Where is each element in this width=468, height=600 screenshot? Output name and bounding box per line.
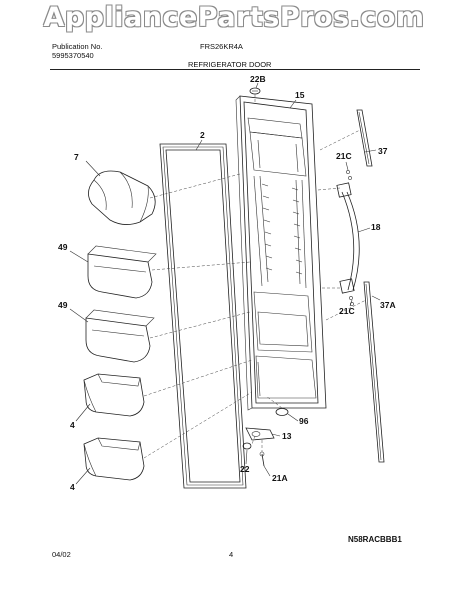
door-bin-upper: [87, 245, 157, 299]
callout-2: 2: [200, 130, 205, 140]
door-gasket: [159, 143, 247, 489]
trim-strip-bottom: [363, 281, 385, 463]
callout-49-upper: 49: [58, 242, 68, 252]
footer-drawing-code: N58RACBBB1: [348, 535, 402, 544]
door-bin-middle: [85, 309, 155, 363]
callout-22: 22: [240, 464, 250, 474]
hinge-pin: [242, 442, 252, 450]
callout-22b: 22B: [250, 74, 266, 84]
callout-4-upper: 4: [70, 420, 75, 430]
callout-21c-top: 21C: [336, 151, 352, 161]
door-panel: [235, 95, 327, 411]
publication-label: Publication No.: [52, 42, 103, 51]
footer-page-number: 4: [229, 550, 234, 559]
callout-37a: 37A: [380, 300, 396, 310]
callout-49-middle: 49: [58, 300, 68, 310]
hinge-bushing: [275, 408, 289, 416]
callout-13: 13: [282, 431, 292, 441]
callout-21c-bottom: 21C: [339, 306, 355, 316]
hinge-screw: [259, 451, 265, 467]
header-rule: [50, 69, 420, 70]
callout-21a: 21A: [272, 473, 288, 483]
callout-37: 37: [378, 146, 388, 156]
door-bin-bottom: [83, 437, 145, 481]
section-title: REFRIGERATOR DOOR: [188, 60, 272, 69]
watermark: AppliancePartsPros.com: [43, 2, 425, 33]
dairy-door: [88, 170, 156, 225]
callout-7: 7: [74, 152, 79, 162]
callout-96: 96: [299, 416, 309, 426]
hinge-cap-top: [249, 87, 261, 95]
callout-15: 15: [295, 90, 305, 100]
callout-4-lower: 4: [70, 482, 75, 492]
callout-18: 18: [371, 222, 381, 232]
callout-labels: 22B 15 2 37 21C 7 18 49 49 21C 37A 96 13…: [58, 74, 396, 492]
shelf-notches: [261, 183, 303, 275]
door-bin-lower: [83, 373, 145, 417]
footer-date: 04/02: [52, 550, 71, 559]
leader-lines: [69, 82, 381, 485]
lower-hinge: [245, 427, 275, 441]
alignment-lines: [143, 94, 367, 459]
trim-strip-top: [356, 109, 373, 167]
model-number: FRS26KR4A: [200, 42, 243, 51]
door-handle: [336, 182, 360, 294]
publication-number: 5995370540: [52, 51, 94, 60]
